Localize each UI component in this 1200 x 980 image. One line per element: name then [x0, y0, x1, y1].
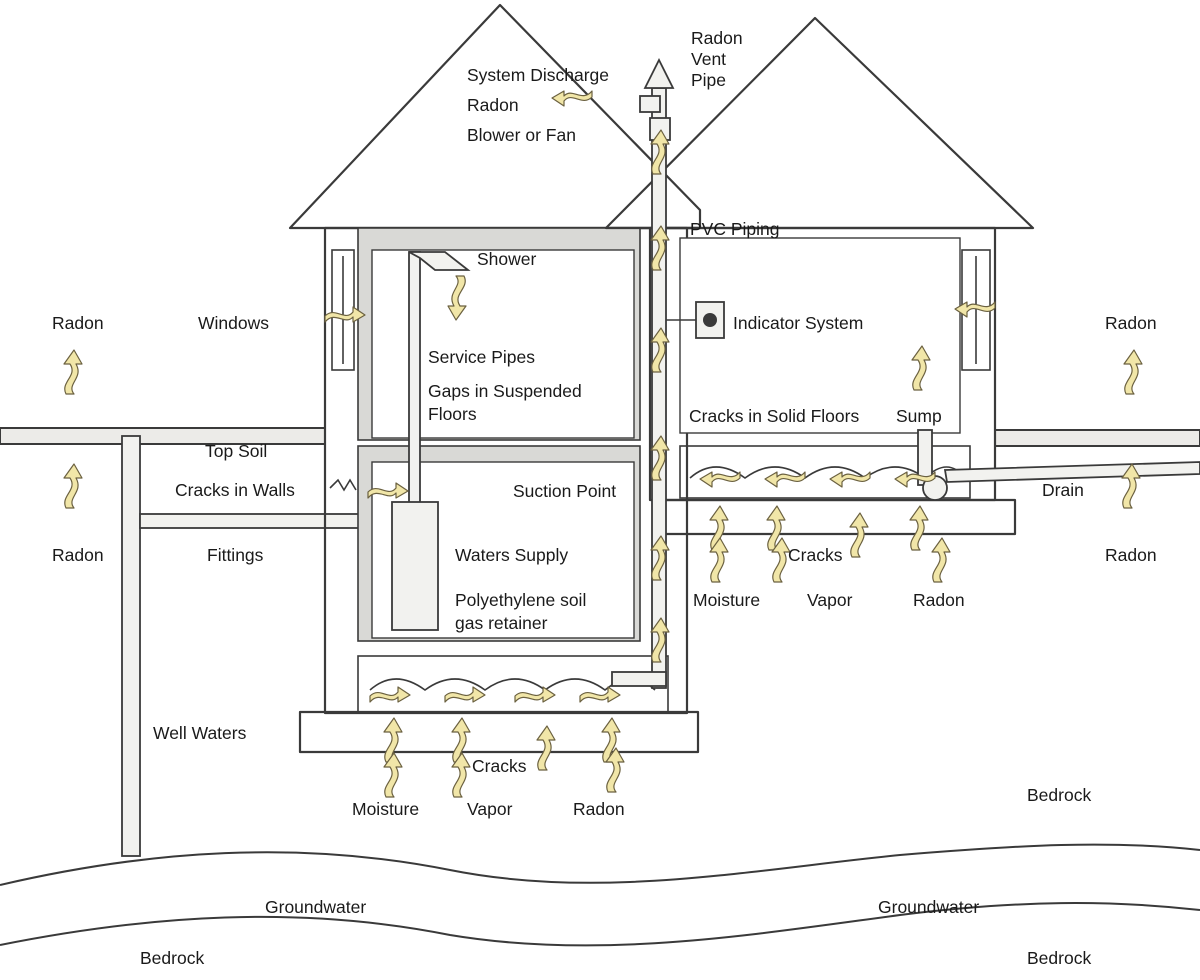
label-suction-point: Suction Point	[513, 481, 616, 501]
diagram-labels: System Discharge Radon Blower or Fan Rad…	[52, 28, 1157, 968]
label-polyethylene-2: gas retainer	[455, 613, 548, 633]
label-radon-outside-left-bottom: Radon	[52, 545, 104, 565]
groundwater-layer	[0, 845, 1200, 946]
right-house	[606, 18, 1033, 534]
label-cracks-left: Cracks	[472, 756, 527, 776]
label-cracks-solid-floors: Cracks in Solid Floors	[689, 406, 859, 426]
wall-crack	[330, 480, 356, 490]
label-radon-outside-right-bottom: Radon	[1105, 545, 1157, 565]
label-system-discharge: System Discharge	[467, 65, 609, 85]
label-drain: Drain	[1042, 480, 1084, 500]
label-waters-supply: Waters Supply	[455, 545, 568, 565]
label-radon-vent-pipe-3: Pipe	[691, 70, 726, 90]
label-sump: Sump	[896, 406, 942, 426]
label-moisture-right: Moisture	[693, 590, 760, 610]
label-pvc-piping: PVC Piping	[690, 219, 780, 239]
label-bedrock-lower-left: Bedrock	[140, 948, 204, 968]
label-top-soil: Top Soil	[205, 441, 267, 461]
label-groundwater-left: Groundwater	[265, 897, 366, 917]
label-polyethylene-1: Polyethylene soil	[455, 590, 586, 610]
left-house	[290, 5, 700, 752]
label-radon-vent-pipe-1: Radon	[691, 28, 743, 48]
label-radon-outside-right-top: Radon	[1105, 313, 1157, 333]
label-gaps-suspended-2: Floors	[428, 404, 477, 424]
label-groundwater-right: Groundwater	[878, 897, 979, 917]
label-vapor-left: Vapor	[467, 799, 513, 819]
label-blower-fan: Blower or Fan	[467, 125, 576, 145]
label-well-waters: Well Waters	[153, 723, 247, 743]
label-radon-vent-pipe-2: Vent	[691, 49, 726, 69]
label-service-pipes: Service Pipes	[428, 347, 535, 367]
label-radon-outside-left-top: Radon	[52, 313, 104, 333]
label-vapor-right: Vapor	[807, 590, 853, 610]
label-cracks-in-walls: Cracks in Walls	[175, 480, 295, 500]
label-fittings: Fittings	[207, 545, 264, 565]
label-radon-discharge: Radon	[467, 95, 519, 115]
label-indicator-system: Indicator System	[733, 313, 863, 333]
label-shower: Shower	[477, 249, 537, 269]
label-windows: Windows	[198, 313, 269, 333]
label-gaps-suspended-1: Gaps in Suspended	[428, 381, 582, 401]
label-moisture-left: Moisture	[352, 799, 419, 819]
label-cracks-right: Cracks	[788, 545, 843, 565]
label-radon-left-floor: Radon	[573, 799, 625, 819]
label-radon-right-floor: Radon	[913, 590, 965, 610]
label-bedrock-lower-right: Bedrock	[1027, 948, 1091, 968]
label-bedrock-upper: Bedrock	[1027, 785, 1091, 805]
